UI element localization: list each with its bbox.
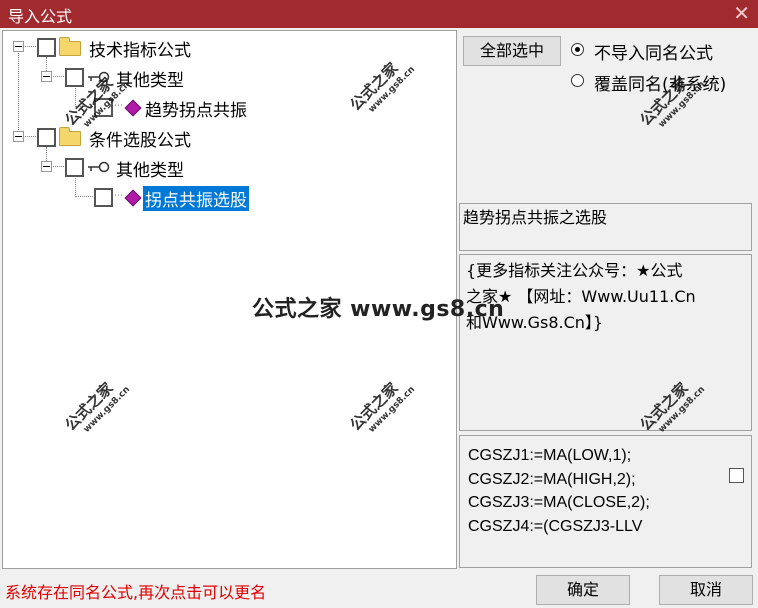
code-line: CGSZJ2:=MA(HIGH,2); <box>468 470 636 488</box>
tree-node-label[interactable]: 技术指标公式 <box>89 41 191 61</box>
tree-checkbox[interactable] <box>65 68 84 87</box>
title-bar: 导入公式 ✕ <box>0 0 758 28</box>
formula-gem-icon <box>124 99 142 117</box>
tree-connector <box>18 46 38 47</box>
tree-checkbox[interactable] <box>37 128 56 147</box>
radio-no-import-same-name[interactable] <box>571 43 584 56</box>
tree-connector <box>75 86 76 107</box>
radio-label: 不导入同名公式 <box>594 44 713 64</box>
close-icon[interactable]: ✕ <box>733 1 750 25</box>
tree-connector <box>46 57 47 77</box>
tree-checkbox[interactable] <box>37 38 56 57</box>
formula-name-box: 趋势拐点共振之选股 <box>459 203 752 251</box>
code-line: CGSZJ4:=(CGSZJ3-LLV <box>468 517 643 535</box>
collapse-toggle[interactable] <box>13 41 24 52</box>
code-line: CGSZJ1:=MA(LOW,1); <box>468 447 632 464</box>
tree-connector <box>46 166 68 167</box>
tree-connector <box>75 196 95 197</box>
formula-tree[interactable]: 技术指标公式 其他类型 ⋯ 趋势拐点共振 条件选股公式 其他类型 ⋯ 拐点共振选… <box>2 30 457 569</box>
tree-node-label[interactable]: 其他类型 <box>116 161 184 181</box>
cancel-button[interactable]: 取消 <box>659 575 753 605</box>
radio-overwrite-same-name[interactable] <box>571 74 584 87</box>
description-line: 之家★ 【网址：Www.Uu11.Cn <box>466 287 696 306</box>
collapse-toggle[interactable] <box>41 71 52 82</box>
tree-connector <box>75 106 95 107</box>
formula-code-box[interactable]: CGSZJ1:=MA(LOW,1); CGSZJ2:=MA(HIGH,2); C… <box>459 435 752 568</box>
tree-connector <box>46 76 68 77</box>
tree-checkbox[interactable] <box>94 98 113 117</box>
formula-marker: ⋯ <box>114 191 123 201</box>
collapse-toggle[interactable] <box>13 131 24 142</box>
tree-node-label-selected[interactable]: 拐点共振选股 <box>143 186 249 211</box>
center-watermark: 公式之家 www.gs8.cn <box>252 297 505 322</box>
key-icon <box>88 161 110 173</box>
tree-connector <box>46 147 47 167</box>
tree-node-label[interactable]: 条件选股公式 <box>89 131 191 151</box>
folder-icon <box>59 37 81 56</box>
tree-connector <box>75 176 76 197</box>
description-line: 和Www.Gs8.Cn】} <box>466 313 604 332</box>
tree-node-label[interactable]: 趋势拐点共振 <box>145 101 247 121</box>
tree-node-label[interactable]: 其他类型 <box>116 71 184 91</box>
tree-checkbox[interactable] <box>65 158 84 177</box>
folder-icon <box>59 127 81 146</box>
radio-label: 覆盖同名(非系统) <box>594 75 727 95</box>
formula-name: 趋势拐点共振之选股 <box>463 208 608 227</box>
code-option-checkbox[interactable] <box>729 468 744 483</box>
ok-button[interactable]: 确定 <box>536 575 630 605</box>
status-message: 系统存在同名公式,再次点击可以更名 <box>5 583 267 602</box>
tree-connector <box>18 46 19 136</box>
formula-marker: ⋯ <box>114 101 123 111</box>
formula-gem-icon <box>124 189 142 207</box>
collapse-toggle[interactable] <box>41 161 52 172</box>
key-icon <box>88 71 110 83</box>
select-all-button[interactable]: 全部选中 <box>463 36 561 66</box>
tree-checkbox[interactable] <box>94 188 113 207</box>
tree-connector <box>18 136 38 137</box>
window-title: 导入公式 <box>8 7 73 26</box>
code-line: CGSZJ3:=MA(CLOSE,2); <box>468 494 650 511</box>
description-box[interactable]: {更多指标关注公众号：★公式 之家★ 【网址：Www.Uu11.Cn 和Www.… <box>459 254 752 431</box>
description-line: {更多指标关注公众号：★公式 <box>466 261 683 280</box>
